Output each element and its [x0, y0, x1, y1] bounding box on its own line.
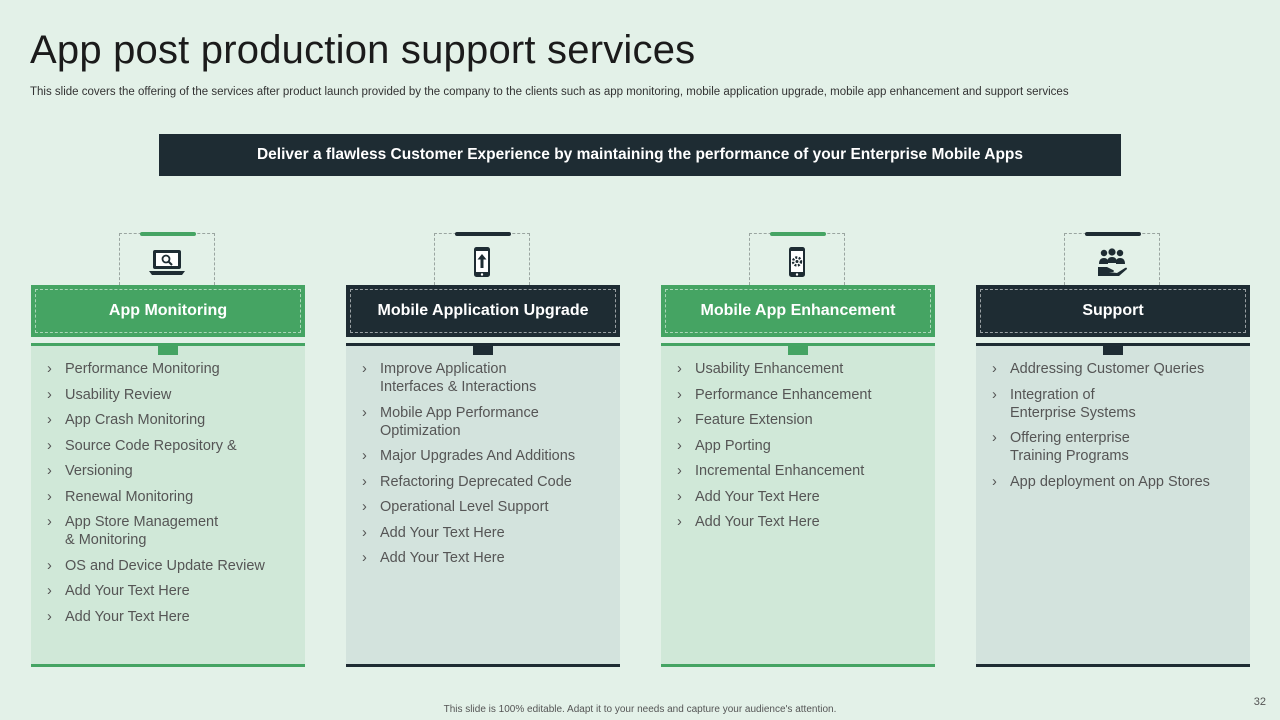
list-item: Feature Extension [677, 411, 925, 429]
header-notch [788, 346, 808, 355]
list-item: OS and Device Update Review [47, 557, 295, 575]
icon-frame [749, 232, 845, 285]
list-item: App Store Management & Monitoring [47, 513, 225, 549]
list-item: Usability Enhancement [677, 360, 925, 378]
list-item: Integration of Enterprise Systems [992, 386, 1160, 422]
column-heading: Support [980, 289, 1246, 333]
column-mobile-application-upgrade: Mobile Application Upgrade Improve Appli… [346, 232, 620, 667]
header-notch [1103, 346, 1123, 355]
header-notch [158, 346, 178, 355]
service-list: Usability Enhancement Performance Enhanc… [661, 346, 935, 531]
column-header: App Monitoring [31, 285, 305, 337]
column-body: Performance Monitoring Usability Review … [31, 343, 305, 667]
list-item: Add Your Text Here [677, 513, 925, 531]
service-list: Addressing Customer Queries Integration … [976, 346, 1250, 491]
icon-accent-bar [140, 232, 196, 236]
list-item: Operational Level Support [362, 498, 610, 516]
footer-note: This slide is 100% editable. Adapt it to… [443, 704, 837, 715]
page-number: 32 [1253, 696, 1266, 708]
slide-subtitle: This slide covers the offering of the se… [30, 86, 1069, 98]
column-app-monitoring: App Monitoring Performance Monitoring Us… [31, 232, 305, 667]
list-item: App Porting [677, 437, 925, 455]
column-header: Support [976, 285, 1250, 337]
phone-gear-icon [750, 246, 844, 278]
banner: Deliver a flawless Customer Experience b… [159, 134, 1121, 176]
column-header: Mobile App Enhancement [661, 285, 935, 337]
service-list: Performance Monitoring Usability Review … [31, 346, 305, 626]
column-body: Addressing Customer Queries Integration … [976, 343, 1250, 667]
icon-frame [434, 232, 530, 285]
slide-title: App post production support services [30, 28, 696, 72]
list-item: Add Your Text Here [47, 582, 295, 600]
list-item: App deployment on App Stores [992, 473, 1240, 491]
list-item: Add Your Text Here [47, 608, 295, 626]
list-item: Improve Application Interfaces & Interac… [362, 360, 550, 396]
phone-upgrade-icon [435, 246, 529, 278]
laptop-search-icon [120, 246, 214, 278]
list-item: Performance Monitoring [47, 360, 295, 378]
banner-text: Deliver a flawless Customer Experience b… [256, 146, 1024, 163]
list-item: Add Your Text Here [362, 549, 610, 567]
list-item: Refactoring Deprecated Code [362, 473, 610, 491]
list-item: Versioning [47, 462, 295, 480]
column-support: Support Addressing Customer Queries Inte… [976, 232, 1250, 667]
list-item: App Crash Monitoring [47, 411, 295, 429]
column-heading: App Monitoring [35, 289, 301, 333]
list-item: Performance Enhancement [677, 386, 925, 404]
service-list: Improve Application Interfaces & Interac… [346, 346, 620, 567]
column-mobile-app-enhancement: Mobile App Enhancement Usability Enhance… [661, 232, 935, 667]
list-item: Source Code Repository & [47, 437, 295, 455]
header-notch [473, 346, 493, 355]
list-item: Offering enterprise Training Programs [992, 429, 1160, 465]
icon-accent-bar [770, 232, 826, 236]
list-item: Renewal Monitoring [47, 488, 295, 506]
list-item: Usability Review [47, 386, 295, 404]
list-item: Incremental Enhancement [677, 462, 925, 480]
list-item: Major Upgrades And Additions [362, 447, 610, 465]
icon-accent-bar [455, 232, 511, 236]
team-support-icon [1065, 246, 1159, 278]
column-heading: Mobile App Enhancement [665, 289, 931, 333]
icon-frame [119, 232, 215, 285]
column-body: Improve Application Interfaces & Interac… [346, 343, 620, 667]
list-item: Add Your Text Here [362, 524, 610, 542]
list-item: Mobile App Performance Optimization [362, 404, 560, 440]
column-body: Usability Enhancement Performance Enhanc… [661, 343, 935, 667]
column-heading: Mobile Application Upgrade [350, 289, 616, 333]
column-header: Mobile Application Upgrade [346, 285, 620, 337]
list-item: Add Your Text Here [677, 488, 925, 506]
icon-accent-bar [1085, 232, 1141, 236]
list-item: Addressing Customer Queries [992, 360, 1240, 378]
icon-frame [1064, 232, 1160, 285]
